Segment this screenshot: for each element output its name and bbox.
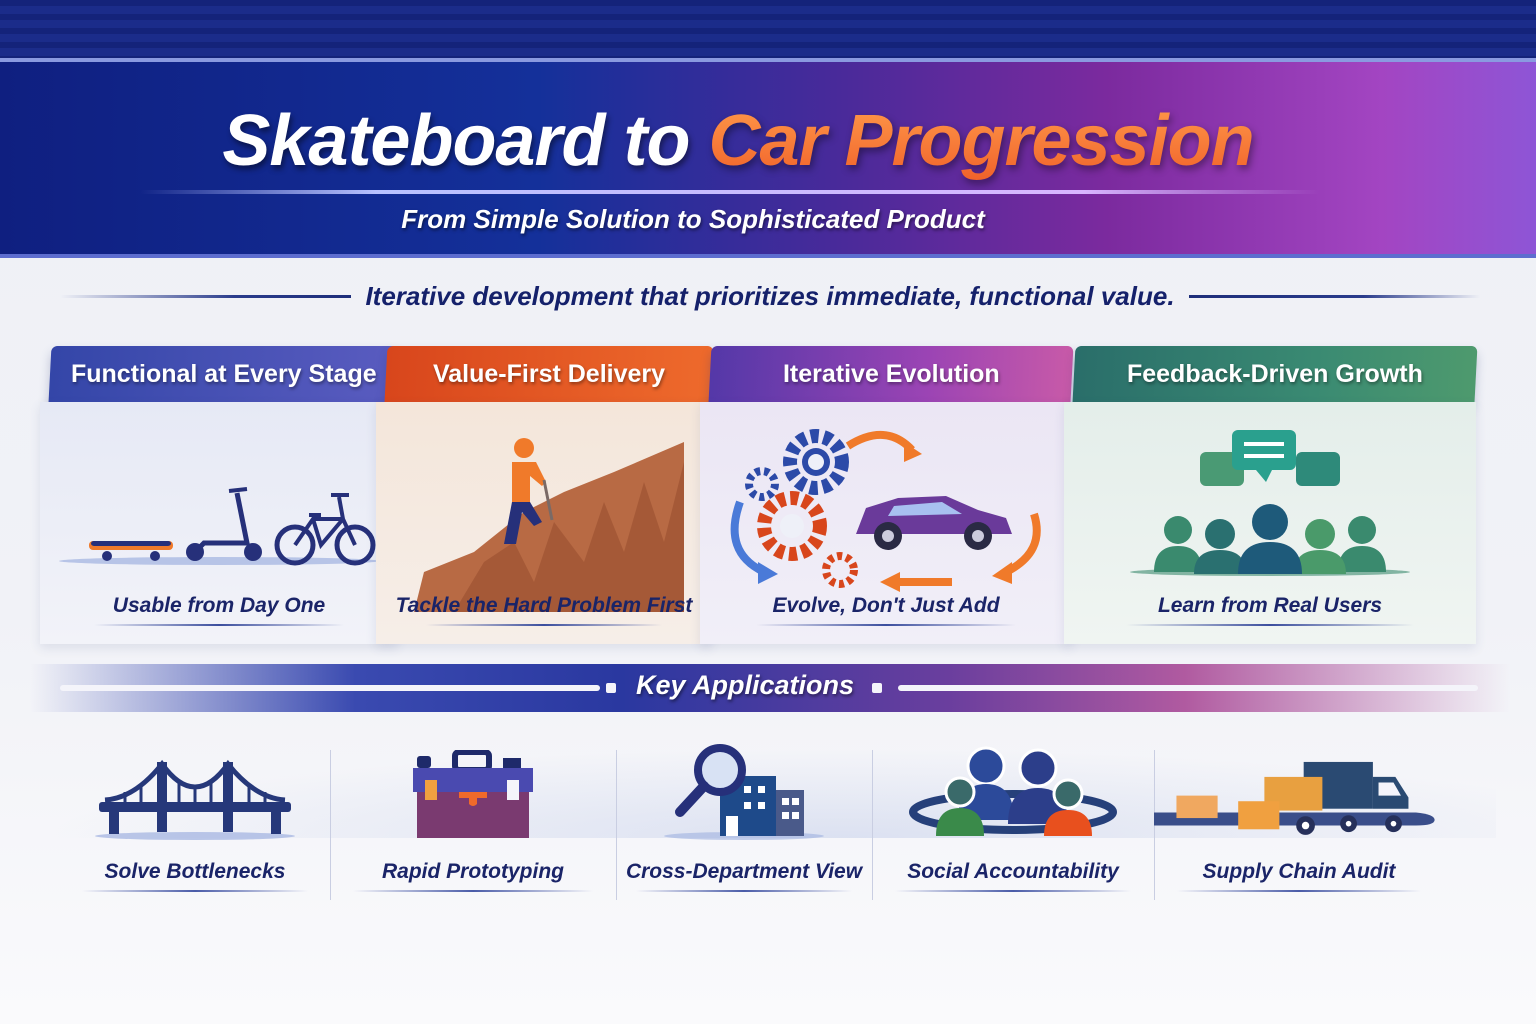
card-value-first: Value-First Delivery Tackle the Hard Pro… — [376, 346, 714, 646]
app-underline — [894, 890, 1132, 892]
app-label: Social Accountability — [907, 860, 1119, 883]
divider — [330, 750, 331, 900]
tagline-row: Iterative development that prioritizes i… — [60, 276, 1480, 316]
bridge-icon — [60, 740, 330, 840]
band-rule-left — [60, 685, 600, 691]
delivery-truck-boxes-icon — [1154, 740, 1444, 840]
tagline: Iterative development that prioritizes i… — [365, 280, 1175, 311]
card-caption: Evolve, Don't Just Add — [772, 594, 1000, 617]
title-accent: Car Progression — [708, 101, 1254, 181]
divider — [616, 750, 617, 900]
user-group-feedback-icon — [1064, 422, 1476, 612]
caption-underline — [426, 624, 662, 626]
toolbox-icon — [330, 740, 616, 840]
header-banner: Skateboard to Car Progression From Simpl… — [0, 62, 1536, 258]
title-main: Skateboard to — [222, 101, 709, 181]
key-applications-list: Solve Bottlenecks Rapid Prototyping — [60, 740, 1480, 910]
key-applications-band: Key Applications — [30, 664, 1510, 712]
app-item: Cross-Department View — [616, 740, 872, 900]
skateboard-scooter-bicycle-icon — [40, 422, 398, 612]
card-title: Iterative Evolution — [782, 359, 1000, 388]
card-header: Value-First Delivery — [384, 346, 714, 402]
caption-underline — [1125, 624, 1415, 626]
app-item: Solve Bottlenecks — [60, 740, 330, 900]
card-caption: Usable from Day One — [112, 594, 326, 617]
app-label: Rapid Prototyping — [382, 860, 564, 883]
app-underline — [1177, 890, 1421, 892]
card-header: Functional at Every Stage — [48, 346, 400, 402]
key-applications-title: Key Applications — [635, 670, 855, 700]
app-label: Cross-Department View — [625, 860, 863, 883]
app-label: Solve Bottlenecks — [104, 860, 286, 883]
page-title: Skateboard to Car Progression — [0, 100, 1536, 182]
band-rule-right — [898, 685, 1478, 691]
band-dot-left — [606, 683, 616, 693]
band-dot-right — [872, 683, 882, 693]
app-item: Rapid Prototyping — [330, 740, 616, 900]
card-header: Feedback-Driven Growth — [1072, 346, 1478, 402]
app-underline — [636, 890, 852, 892]
card-title: Feedback-Driven Growth — [1127, 359, 1423, 388]
card-title: Functional at Every Stage — [71, 359, 377, 388]
card-caption: Tackle the Hard Problem First — [395, 594, 693, 617]
caption-underline — [755, 624, 1017, 626]
title-divider — [140, 190, 1320, 194]
climber-on-cliff-icon — [376, 422, 712, 612]
feature-cards: Functional at Every Stage — [40, 346, 1480, 656]
page-subtitle: From Simple Solution to Sophisticated Pr… — [401, 204, 985, 234]
tagline-rule-left — [60, 294, 352, 298]
app-underline — [81, 890, 309, 892]
magnifier-building-icon — [616, 740, 872, 840]
card-body: Evolve, Don't Just Add — [700, 402, 1072, 644]
card-body: Usable from Day One — [40, 402, 398, 644]
card-feedback: Feedback-Driven Growth — [1064, 346, 1478, 646]
gears-car-cycle-icon — [700, 422, 1072, 612]
app-underline — [352, 890, 594, 892]
card-iterative: Iterative Evolution — [700, 346, 1074, 646]
card-title: Value-First Delivery — [432, 359, 666, 388]
app-label: Supply Chain Audit — [1202, 860, 1396, 883]
card-caption: Learn from Real Users — [1157, 594, 1383, 617]
card-body: Tackle the Hard Problem First — [376, 402, 712, 644]
top-stripes — [0, 0, 1536, 62]
card-functional: Functional at Every Stage — [40, 346, 400, 646]
app-item: Supply Chain Audit — [1154, 740, 1444, 900]
caption-underline — [93, 624, 345, 626]
divider — [872, 750, 873, 900]
tagline-rule-right — [1188, 294, 1480, 298]
card-header: Iterative Evolution — [708, 346, 1074, 402]
people-circle-icon — [872, 740, 1154, 840]
app-item: Social Accountability — [872, 740, 1154, 900]
card-body: Learn from Real Users — [1064, 402, 1476, 644]
